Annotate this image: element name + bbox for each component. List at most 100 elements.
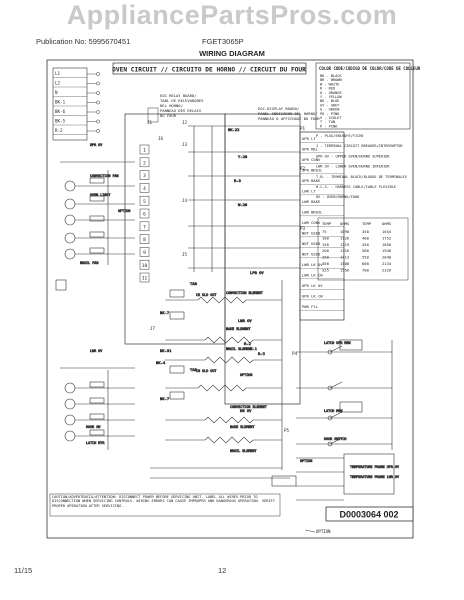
relay-board-label: DEL HORNO/ — [160, 103, 183, 108]
pin-box — [139, 234, 150, 244]
right-connector-label: UPR CONV — [302, 157, 321, 162]
resistance-table-cell: 1508 — [340, 261, 350, 266]
resistance-table-header: TEMP — [362, 221, 372, 226]
color-code-entry: BU - BLUE — [320, 99, 339, 103]
pin-number: 3 — [143, 173, 146, 179]
pin-number: 8 — [143, 237, 146, 243]
relay-block — [169, 365, 185, 374]
switch-contact — [327, 415, 333, 421]
motor-symbol — [64, 398, 76, 410]
resistance-table-cell: 1654 — [382, 229, 392, 234]
resistance-table-cell: 1850 — [382, 242, 392, 247]
right-connector-panel — [299, 131, 345, 321]
connector-label: P3 — [300, 226, 306, 231]
connector-block — [89, 381, 105, 388]
component-label: BAKE ELEMENT — [226, 327, 251, 331]
wire-label: BK-4 — [156, 360, 166, 365]
circuit-header-box — [112, 62, 307, 75]
option-label: OPTION — [316, 529, 331, 534]
component-label: LATCH MSW — [324, 409, 343, 413]
resistance-table-cell: 325 — [322, 267, 329, 272]
pin-number: 7 — [143, 224, 146, 230]
wire-label: BK-31 — [160, 348, 172, 353]
display-board-label: PANEL INDICADOR DEL HORNO/ — [258, 111, 317, 116]
resistance-table-cell: 250 — [322, 255, 330, 260]
resistance-table-header: OHMS — [340, 221, 350, 226]
component-label: CONVECTION FAN — [90, 174, 119, 178]
component-label: UPR OV — [90, 143, 102, 147]
caution-box — [49, 493, 281, 517]
right-connector-label: UPR LT — [302, 136, 316, 141]
pin-box — [139, 195, 150, 206]
connector-label: P5 — [284, 428, 290, 433]
component-label: CH OLD OUT — [196, 293, 216, 297]
component-label: CONVECTION ELEMENT — [226, 291, 263, 295]
switch-blade — [329, 411, 343, 419]
right-connector-label: UPR MEL — [302, 147, 319, 152]
heating-element — [197, 384, 247, 392]
left-connector-label: L1 — [55, 71, 61, 76]
left-connector-label: BK-5 — [55, 119, 66, 124]
terminal-circle — [96, 81, 100, 86]
pin-box — [139, 208, 150, 219]
connector-block — [89, 231, 105, 238]
pin-number: 1 — [143, 148, 146, 154]
component-label: CONVECTION ELEMENT — [230, 405, 267, 409]
circuit-header: OVEN CIRCUIT // CIRCUITO DE HORNO // CIR… — [112, 67, 306, 74]
heating-element — [204, 416, 254, 424]
pin-box — [139, 259, 150, 270]
motor-symbol — [64, 214, 76, 226]
color-code-entry: G - GREEN — [320, 108, 339, 112]
wire-label: R-5 — [258, 351, 265, 356]
resistance-table-cell: 400 — [362, 235, 370, 240]
wire-label: W-20 — [238, 202, 248, 207]
heating-element — [204, 436, 254, 444]
right-connector-label: LWR LK OV — [302, 262, 323, 267]
option-leader — [304, 529, 316, 533]
display-board-label: PANNEAU D AFFICHAGE DU FOUR — [258, 116, 320, 121]
wire-label: LPB OV — [250, 270, 264, 275]
component-label: TEMPERATURE PROBE UPR OV — [350, 465, 399, 469]
latch-motor-box — [339, 339, 363, 351]
resistance-table-cell: 2326 — [382, 267, 392, 272]
left-connector-label: BK-6 — [55, 109, 66, 114]
resistance-table-cell: 700 — [362, 267, 370, 272]
wire-label: TAB — [190, 367, 198, 372]
component-label: LATCH MTR — [86, 441, 105, 445]
left-connector-label: L2 — [55, 81, 61, 86]
color-code-title: COLOR CODE/CODIGO DE COLOR/CODE DE COULE… — [319, 66, 421, 71]
right-connector-label: LWR LK CW — [302, 273, 323, 278]
display-board-label: EOC-DISPLAY BOARD/ — [258, 106, 299, 111]
relay-block — [169, 391, 185, 400]
publication-number: Publication No: 5995670451 — [36, 37, 131, 46]
component-label: BROIL ELEMENT — [230, 449, 257, 453]
motor-symbol — [64, 198, 76, 210]
legend-note: OV - OVEN/HORNO/FOUR — [316, 195, 360, 199]
right-connector-label: NOT USED — [302, 241, 321, 246]
resistance-table-header: OHMS — [382, 221, 392, 226]
terminal-circle — [96, 129, 100, 133]
heating-element — [204, 356, 254, 364]
terminal-circle — [96, 91, 100, 95]
resistance-table-cell: 350 — [362, 229, 370, 234]
connector-label: P4 — [292, 351, 298, 356]
resistance-table-header: TEMP — [322, 221, 332, 226]
relay-board-label: DU FOUR — [160, 113, 177, 118]
color-code-box — [315, 62, 411, 130]
switch-contact — [327, 441, 333, 447]
right-connector-label: LWR LT — [302, 189, 316, 194]
connector-label: P2 — [300, 166, 306, 171]
color-code-entry: Y - YELLOW — [320, 95, 342, 99]
legend-note: UPR OV - UPPER OVEN/HORNO SUPERIOR — [316, 154, 390, 158]
resistance-table-cell: 1316 — [340, 248, 350, 253]
wire-label: Y-20 — [238, 154, 248, 159]
document-number: D0003064 002 — [339, 510, 398, 520]
connector-block — [89, 177, 105, 184]
legend-note: LWR OV - LOWER OVEN/HORNO INFERIOR — [316, 165, 390, 169]
pin-box — [139, 272, 150, 283]
resistance-table-cell: 1219 — [340, 242, 350, 247]
resistance-table-frame — [317, 217, 409, 281]
page-title: WIRING DIAGRAM — [199, 49, 265, 58]
resistance-table-cell: 75 — [322, 229, 327, 234]
wire-label: DN OV — [240, 408, 252, 413]
